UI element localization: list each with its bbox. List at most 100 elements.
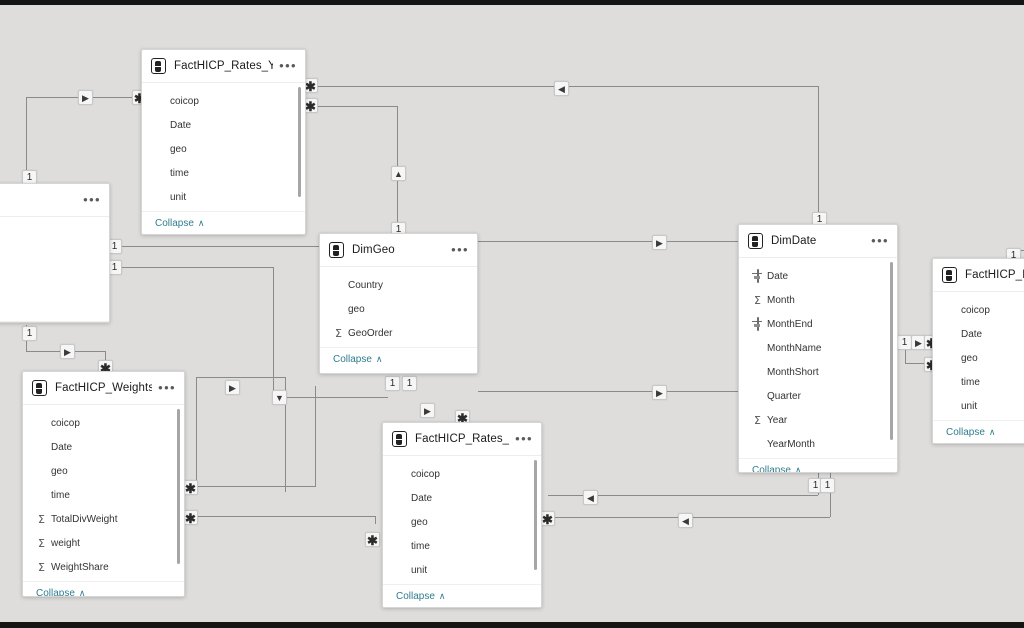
- field-list-scrollbar[interactable]: [298, 87, 301, 197]
- field-row[interactable]: Order: [0, 271, 109, 295]
- field-row[interactable]: coicop: [142, 89, 305, 113]
- table-header[interactable]: OICOP •••: [0, 184, 109, 217]
- relationship-line[interactable]: [905, 363, 940, 364]
- field-row[interactable]: time: [23, 483, 184, 507]
- table-card-dim-date[interactable]: DimDate ••• Date Σ Month MonthEnd MonthN…: [738, 224, 898, 473]
- cardinality-one-badge[interactable]: 1: [385, 376, 400, 391]
- collapse-button[interactable]: Collapse ∧: [739, 458, 897, 472]
- cardinality-one-badge[interactable]: 1: [402, 376, 417, 391]
- field-row[interactable]: geo: [933, 346, 1024, 370]
- relationship-line[interactable]: [196, 377, 286, 378]
- relationship-direction-arrow[interactable]: ◀: [583, 490, 598, 505]
- more-options-icon[interactable]: •••: [871, 233, 889, 248]
- relationship-line[interactable]: [196, 516, 376, 517]
- cardinality-many-badge[interactable]: ✱: [365, 532, 380, 548]
- field-row[interactable]: Σ TotalDivWeight: [23, 507, 184, 531]
- field-row[interactable]: y: [0, 223, 109, 247]
- relationship-line[interactable]: [548, 495, 818, 496]
- relationship-line[interactable]: [285, 377, 286, 492]
- cardinality-many-badge[interactable]: ✱: [183, 510, 198, 526]
- more-options-icon[interactable]: •••: [279, 58, 297, 73]
- relationship-direction-arrow[interactable]: ▶: [225, 380, 240, 395]
- table-header[interactable]: FactHICP_Weights •••: [23, 372, 184, 405]
- field-row[interactable]: Date: [383, 486, 541, 510]
- field-row[interactable]: geo: [23, 459, 184, 483]
- collapse-button[interactable]: Collapse ∧: [0, 321, 109, 322]
- relationship-line[interactable]: [905, 341, 906, 363]
- relationship-line[interactable]: [26, 97, 27, 177]
- field-list-scrollbar[interactable]: [177, 409, 180, 564]
- field-row[interactable]: [0, 295, 109, 319]
- table-header[interactable]: FactHICP_Index •••: [933, 259, 1024, 292]
- relationship-direction-arrow[interactable]: ◀: [678, 513, 693, 528]
- relationship-line[interactable]: [273, 397, 388, 398]
- table-card-facthicp-weights[interactable]: FactHICP_Weights ••• coicop Date geo tim…: [22, 371, 185, 597]
- field-row[interactable]: Date: [933, 322, 1024, 346]
- cardinality-one-badge[interactable]: 1: [897, 335, 912, 350]
- relationship-direction-arrow[interactable]: ▶: [420, 403, 435, 418]
- field-row[interactable]: unit: [142, 185, 305, 209]
- field-row[interactable]: coicop: [23, 411, 184, 435]
- relationship-direction-arrow[interactable]: ▶: [652, 385, 667, 400]
- model-diagram-canvas[interactable]: FactHICP_Rates_YoY ••• coicop Date geo t…: [0, 5, 1024, 622]
- field-row[interactable]: geo: [142, 137, 305, 161]
- field-row[interactable]: geo: [383, 510, 541, 534]
- relationship-direction-arrow[interactable]: ▶: [78, 90, 93, 105]
- relationship-line[interactable]: [818, 86, 819, 217]
- field-list-scrollbar[interactable]: [890, 262, 893, 440]
- relationship-direction-arrow[interactable]: ◀: [554, 81, 569, 96]
- relationship-line[interactable]: [118, 246, 333, 247]
- field-row[interactable]: time: [933, 370, 1024, 394]
- field-row[interactable]: MonthName: [739, 336, 897, 360]
- field-row[interactable]: Σ WeightShare: [23, 555, 184, 579]
- table-header[interactable]: DimGeo •••: [320, 234, 477, 267]
- relationship-line[interactable]: [318, 106, 398, 107]
- field-list-scrollbar[interactable]: [534, 460, 537, 570]
- field-row[interactable]: time: [142, 161, 305, 185]
- field-row[interactable]: Σ Month: [739, 288, 897, 312]
- table-card-dim-coicop[interactable]: OICOP ••• y Order Collapse ∧: [0, 183, 110, 323]
- table-card-facthicp-index[interactable]: FactHICP_Index ••• coicop Date geo time …: [932, 258, 1024, 444]
- collapse-button[interactable]: Collapse ∧: [142, 211, 305, 234]
- field-row[interactable]: Quarter: [739, 384, 897, 408]
- field-row[interactable]: unit: [933, 394, 1024, 418]
- cardinality-one-badge[interactable]: 1: [22, 326, 37, 341]
- collapse-button[interactable]: Collapse ∧: [23, 581, 184, 596]
- more-options-icon[interactable]: •••: [515, 431, 533, 446]
- relationship-line[interactable]: [315, 386, 316, 486]
- relationship-direction-arrow[interactable]: ▼: [272, 390, 287, 405]
- field-row[interactable]: Σ weight: [23, 531, 184, 555]
- more-options-icon[interactable]: •••: [158, 380, 176, 395]
- field-row[interactable]: Date: [142, 113, 305, 137]
- field-row[interactable]: [0, 247, 109, 271]
- field-row[interactable]: time: [383, 534, 541, 558]
- table-card-dim-geo[interactable]: DimGeo ••• Country geo Σ GeoOrder Collap…: [319, 233, 478, 374]
- more-options-icon[interactable]: •••: [83, 192, 101, 207]
- field-row[interactable]: Σ Year: [739, 408, 897, 432]
- relationship-line[interactable]: [118, 267, 273, 268]
- collapse-button[interactable]: Collapse ∧: [383, 584, 541, 607]
- relationship-line[interactable]: [273, 267, 274, 397]
- relationship-line[interactable]: [830, 473, 831, 517]
- collapse-button[interactable]: Collapse ∧: [320, 347, 477, 370]
- table-header[interactable]: FactHICP_Rates_MoM •••: [383, 423, 541, 456]
- relationship-line[interactable]: [478, 241, 738, 242]
- cardinality-many-badge[interactable]: ✱: [183, 480, 198, 496]
- cardinality-one-badge[interactable]: 1: [820, 478, 835, 493]
- table-header[interactable]: FactHICP_Rates_YoY •••: [142, 50, 305, 83]
- field-row[interactable]: Country: [320, 273, 477, 297]
- table-header[interactable]: DimDate •••: [739, 225, 897, 258]
- relationship-line[interactable]: [375, 516, 376, 524]
- field-row[interactable]: Σ GeoOrder: [320, 321, 477, 345]
- collapse-button[interactable]: Collapse ∧: [933, 420, 1024, 443]
- field-row[interactable]: Date: [23, 435, 184, 459]
- relationship-line[interactable]: [196, 377, 197, 487]
- field-row[interactable]: Date: [739, 264, 897, 288]
- more-options-icon[interactable]: •••: [451, 242, 469, 257]
- relationship-direction-arrow[interactable]: ▲: [391, 166, 406, 181]
- relationship-line[interactable]: [478, 391, 738, 392]
- table-card-facthicp-rates-yoy[interactable]: FactHICP_Rates_YoY ••• coicop Date geo t…: [141, 49, 306, 235]
- relationship-direction-arrow[interactable]: ▶: [60, 344, 75, 359]
- field-row[interactable]: unit: [383, 558, 541, 582]
- field-row[interactable]: coicop: [933, 298, 1024, 322]
